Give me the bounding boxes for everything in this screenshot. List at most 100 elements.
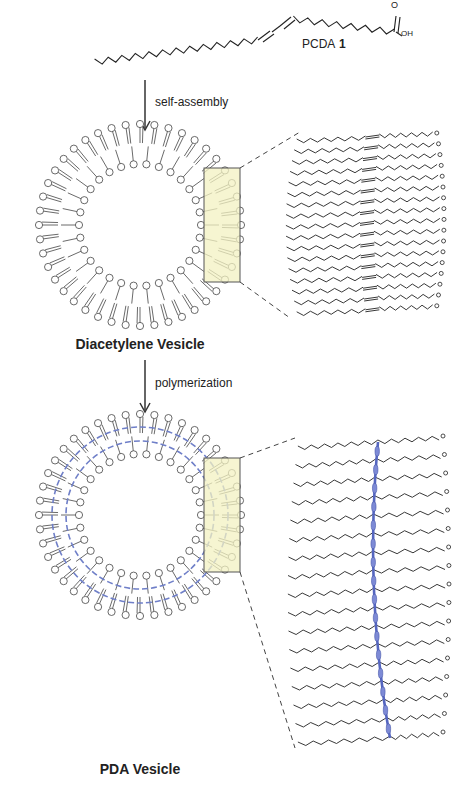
stroke (101, 570, 109, 583)
stroke (442, 453, 446, 457)
stroke (365, 137, 379, 139)
atom-label: O (391, 1, 398, 11)
stroke (379, 132, 432, 138)
stroke (390, 733, 439, 740)
stroke (43, 211, 59, 213)
stroke (442, 207, 446, 211)
step-label: polymerization (155, 377, 232, 390)
stroke (163, 421, 168, 436)
backbone-bead (383, 705, 387, 715)
stroke (75, 511, 82, 518)
stroke (96, 557, 103, 564)
stroke (196, 209, 203, 216)
stroke (297, 136, 366, 143)
stroke (183, 273, 193, 284)
vesicle-label: Diacetylene Vesicle (75, 337, 204, 352)
stroke (143, 572, 150, 579)
stroke (151, 611, 158, 618)
stroke (96, 466, 103, 473)
stroke (147, 436, 149, 451)
stroke (186, 186, 193, 193)
zoom-box (204, 458, 240, 572)
stroke (447, 582, 451, 586)
pda-vesicle (35, 410, 244, 619)
stroke (203, 298, 210, 305)
stroke (376, 272, 437, 278)
stroke (46, 197, 61, 202)
stroke (387, 714, 441, 721)
stroke (99, 136, 106, 151)
stroke (435, 304, 439, 308)
diacetylene-vesicle (35, 120, 244, 329)
stroke (447, 564, 451, 568)
stroke (375, 175, 438, 181)
stroke (43, 237, 59, 239)
stroke (61, 225, 76, 226)
stroke (126, 128, 128, 144)
stroke (116, 576, 121, 590)
stroke (160, 150, 165, 164)
zoom-line (240, 438, 295, 458)
stroke (442, 228, 446, 232)
stroke (438, 153, 442, 157)
stroke (361, 191, 375, 193)
stroke (191, 306, 198, 313)
stroke (174, 426, 181, 441)
stroke (87, 476, 94, 483)
stroke (82, 306, 89, 313)
stroke (263, 34, 274, 42)
stroke (444, 471, 448, 475)
stroke (87, 166, 97, 177)
backbone-bead (386, 724, 390, 734)
stroke (101, 447, 109, 460)
stroke (445, 490, 449, 494)
stroke (81, 487, 88, 494)
stroke (106, 459, 113, 466)
stroke (374, 492, 443, 499)
stroke (77, 499, 84, 506)
stroke (90, 141, 98, 155)
stroke (76, 263, 88, 272)
stroke (441, 730, 445, 734)
stroke (288, 588, 374, 598)
backbone-bead (373, 613, 377, 623)
stroke (130, 282, 137, 289)
stroke (360, 232, 374, 234)
stroke (360, 245, 374, 247)
stroke (373, 510, 443, 517)
stroke (394, 16, 396, 32)
stroke (51, 184, 66, 191)
stroke (122, 411, 129, 418)
stroke (132, 289, 134, 304)
stroke (106, 274, 113, 281)
stroke (102, 425, 108, 440)
backbone-bead (375, 631, 379, 641)
stroke (192, 536, 199, 543)
stroke (298, 736, 390, 746)
stroke (287, 201, 361, 208)
stroke (213, 288, 220, 295)
stroke (447, 619, 451, 623)
stroke (196, 443, 207, 455)
stroke (446, 527, 450, 531)
stroke (436, 293, 440, 297)
stroke (172, 301, 178, 316)
stroke (97, 589, 104, 603)
stroke (52, 427, 228, 603)
stroke (94, 420, 101, 427)
stroke (96, 176, 103, 183)
stroke (360, 202, 374, 204)
stroke (447, 545, 451, 549)
stroke (172, 157, 180, 170)
stroke (436, 142, 440, 146)
stroke (108, 414, 115, 421)
stroke (177, 466, 184, 473)
stroke (36, 526, 43, 533)
stroke (375, 186, 439, 192)
stroke (51, 549, 66, 556)
stroke (68, 251, 82, 257)
stroke (378, 640, 445, 647)
stroke (290, 514, 373, 524)
